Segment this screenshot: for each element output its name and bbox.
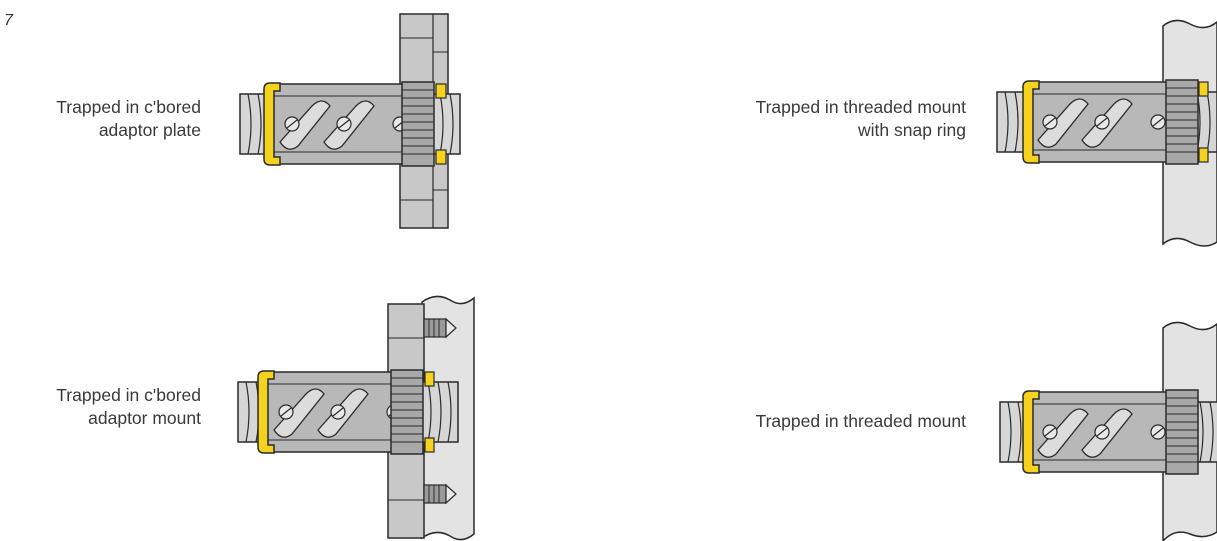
- snap-ring: [435, 149, 447, 165]
- threaded-collar: [1165, 389, 1199, 475]
- caption-cbored-adaptor-mount: Trapped in c'bored adaptor mount: [56, 385, 201, 428]
- caption-cbored-adaptor-plate: Trapped in c'bored adaptor plate: [56, 97, 201, 140]
- assembly-threaded-mount: [999, 321, 1217, 541]
- snap-ring: [435, 83, 447, 99]
- snap-ring: [424, 371, 435, 387]
- snap-ring: [424, 437, 435, 453]
- assembly-cbored-adaptor-mount: [237, 295, 475, 541]
- snap-ring: [1198, 81, 1209, 97]
- caption-threaded-mount-snap-ring: Trapped in threaded mount with snap ring: [755, 97, 966, 140]
- assembly-cbored-adaptor-plate: [239, 13, 461, 229]
- threaded-collar: [401, 81, 435, 167]
- assembly-threaded-mount-snap-ring: [996, 19, 1217, 247]
- ball-nut: [1029, 391, 1181, 473]
- threaded-collar: [390, 369, 424, 455]
- snap-ring: [1198, 147, 1209, 163]
- caption-threaded-mount: Trapped in threaded mount: [755, 411, 966, 431]
- figure-number: 7: [4, 12, 13, 29]
- ball-nut: [1029, 81, 1181, 163]
- threaded-collar: [1165, 79, 1199, 165]
- ball-nut: [271, 83, 423, 165]
